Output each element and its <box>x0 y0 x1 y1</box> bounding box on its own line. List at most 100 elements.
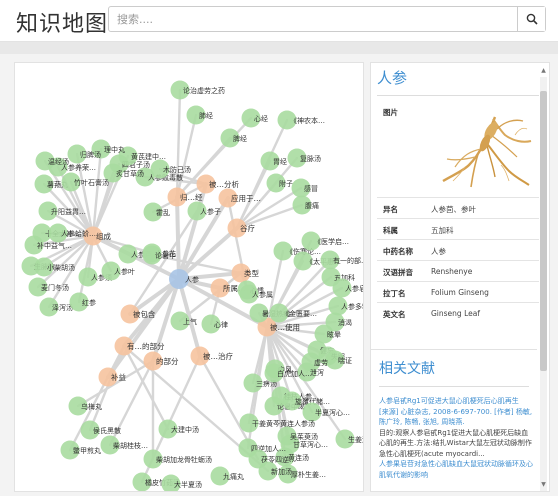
graph-node-relation[interactable]: 类型 <box>231 263 260 283</box>
knowledge-graph[interactable]: 人参组成被…使用被包含有…的部分谷疗归…经被…分析应用于…类型所属…补益被…治疗… <box>15 63 364 492</box>
graph-node-entity[interactable]: 《神农本… <box>277 110 326 130</box>
graph-node-circle[interactable] <box>277 426 297 446</box>
literature-link[interactable]: 人参果皂苷对急性心肌缺血大鼠冠状动脉循环及心肌氧代谢的影响 <box>379 460 533 479</box>
graph-node-entity[interactable]: 麦门冬汤 <box>28 277 70 297</box>
graph-node-circle[interactable] <box>273 241 293 261</box>
graph-node-relation[interactable]: 被…使用 <box>257 317 301 337</box>
graph-node-circle[interactable] <box>170 311 190 331</box>
graph-node-relation[interactable]: 应用于… <box>218 188 262 208</box>
graph-node-circle[interactable] <box>39 297 59 317</box>
graph-node-entity[interactable]: 人参属 <box>239 284 274 304</box>
graph-node-entity[interactable]: 白虎加人… <box>264 363 313 383</box>
graph-node-relation[interactable]: 的部分 <box>143 351 179 371</box>
graph-node-entity[interactable]: 人参败毒散 <box>135 167 184 187</box>
graph-node-entity[interactable]: 归脾汤 <box>67 144 102 164</box>
graph-node-entity[interactable]: 感冒 <box>291 178 319 198</box>
search-button[interactable] <box>517 7 545 31</box>
graph-node-circle[interactable] <box>186 105 206 125</box>
graph-node-circle[interactable] <box>291 178 311 198</box>
graph-node-circle[interactable] <box>158 419 178 439</box>
literature-link[interactable]: 人参皂甙Rg1可促进大鼠心肌梗死后心肌再生 <box>379 397 519 405</box>
graph-node-entity[interactable]: 人参子 <box>187 201 222 221</box>
graph-node-entity[interactable]: 《金匮要… <box>269 303 318 323</box>
graph-node-relation[interactable]: 被…治疗 <box>190 346 234 366</box>
graph-node-circle[interactable] <box>190 346 210 366</box>
graph-node-circle[interactable] <box>24 235 44 255</box>
graph-node-circle[interactable] <box>143 351 163 371</box>
graph-node-entity[interactable]: 喘证 <box>325 350 353 370</box>
graph-node-circle[interactable] <box>61 172 81 192</box>
graph-node-circle[interactable] <box>243 373 263 393</box>
graph-node-entity[interactable]: 上气 <box>170 311 198 331</box>
graph-node-circle[interactable] <box>257 317 277 337</box>
graph-node-circle[interactable] <box>68 396 88 416</box>
graph-node-entity[interactable]: 人参叶 <box>101 261 136 281</box>
graph-node-entity[interactable]: 大半夏汤 <box>161 474 203 493</box>
graph-node-entity[interactable]: 干姜黄芩黄连人参汤 <box>239 413 316 433</box>
graph-node-entity[interactable]: 心经 <box>241 108 269 128</box>
graph-node-circle[interactable] <box>103 163 123 183</box>
graph-node-circle[interactable] <box>249 303 269 323</box>
graph-node-circle[interactable] <box>167 187 187 207</box>
graph-node-center[interactable]: 人参 <box>169 269 199 289</box>
graph-node-entity[interactable]: 乌梅丸 <box>68 396 103 416</box>
graph-node-circle[interactable] <box>120 304 140 324</box>
graph-node-circle[interactable] <box>287 148 307 168</box>
graph-node-entity[interactable]: 复脉汤 <box>287 148 322 168</box>
graph-node-circle[interactable] <box>210 466 230 486</box>
graph-node-entity[interactable]: 新加汤 <box>258 461 293 481</box>
graph-node-relation[interactable]: 有…的部分 <box>114 336 165 356</box>
graph-node-circle[interactable] <box>278 464 298 484</box>
graph-node-circle[interactable] <box>293 251 313 271</box>
graph-node-entity[interactable]: 论暑中 <box>142 245 177 265</box>
graph-node-circle[interactable] <box>266 173 286 193</box>
graph-node-circle[interactable] <box>83 226 103 246</box>
graph-node-entity[interactable]: 泄泻 <box>297 362 325 382</box>
graph-node-entity[interactable]: 黄芪建中… <box>118 146 167 166</box>
graph-node-circle[interactable] <box>218 188 238 208</box>
graph-node-relation[interactable]: 所属… <box>210 278 246 298</box>
graph-node-circle[interactable] <box>78 267 98 287</box>
graph-node-circle[interactable] <box>320 250 340 270</box>
graph-node-circle[interactable] <box>332 278 352 298</box>
graph-node-circle[interactable] <box>328 296 348 316</box>
graph-node-entity[interactable]: 泽泻汤 <box>39 297 74 317</box>
scroll-down-arrow[interactable]: ▼ <box>541 481 546 488</box>
graph-node-relation[interactable]: 被包含 <box>120 304 156 324</box>
graph-node-relation[interactable]: 谷疗 <box>227 218 256 238</box>
graph-node-entity[interactable]: 附子 <box>266 173 294 193</box>
graph-node-circle[interactable] <box>282 391 302 411</box>
graph-node-circle[interactable] <box>80 420 100 440</box>
graph-node-entity[interactable]: 人参皂苷 <box>332 278 365 298</box>
graph-node-relation[interactable]: 补益 <box>98 367 127 387</box>
graph-node-entity[interactable]: 人参须 <box>78 267 113 287</box>
graph-node-circle[interactable] <box>187 201 207 221</box>
knowledge-graph-panel[interactable]: 人参组成被…使用被包含有…的部分谷疗归…经被…分析应用于…类型所属…补益被…治疗… <box>14 62 364 492</box>
graph-node-circle[interactable] <box>314 324 334 344</box>
graph-node-entity[interactable]: 吴茱萸汤 <box>277 426 319 446</box>
graph-node-circle[interactable] <box>196 174 216 194</box>
graph-node-circle[interactable] <box>150 159 170 179</box>
graph-node-circle[interactable] <box>67 144 87 164</box>
graph-node-circle[interactable] <box>132 472 152 492</box>
graph-node-entity[interactable]: 升阳益胃… <box>38 201 87 221</box>
graph-node-circle[interactable] <box>169 269 189 289</box>
graph-node-circle[interactable] <box>170 80 190 100</box>
sidebar-scrollbar-thumb[interactable] <box>540 91 547 371</box>
graph-node-circle[interactable] <box>325 312 345 332</box>
graph-node-circle[interactable] <box>220 128 240 148</box>
graph-node-circle[interactable] <box>101 261 121 281</box>
graph-node-circle[interactable] <box>34 257 54 277</box>
scroll-up-arrow[interactable]: ▲ <box>541 67 546 74</box>
graph-node-circle[interactable] <box>142 245 162 265</box>
graph-node-circle[interactable] <box>258 461 278 481</box>
graph-node-entity[interactable]: 柴胡加龙骨牡蛎汤 <box>143 449 213 469</box>
graph-node-entity[interactable]: 《医学启… <box>301 231 350 251</box>
graph-node-entity[interactable]: 人参蛤蚧… <box>48 223 97 243</box>
graph-node-circle[interactable] <box>275 447 295 467</box>
graph-node-entity[interactable]: 大建中汤 <box>158 419 200 439</box>
graph-node-entity[interactable]: 有一的部… <box>320 250 365 270</box>
graph-node-entity[interactable]: 小柴胡汤 <box>34 257 76 277</box>
graph-node-circle[interactable] <box>301 231 321 251</box>
graph-node-entity[interactable]: 侯氏黑散 <box>80 420 122 440</box>
